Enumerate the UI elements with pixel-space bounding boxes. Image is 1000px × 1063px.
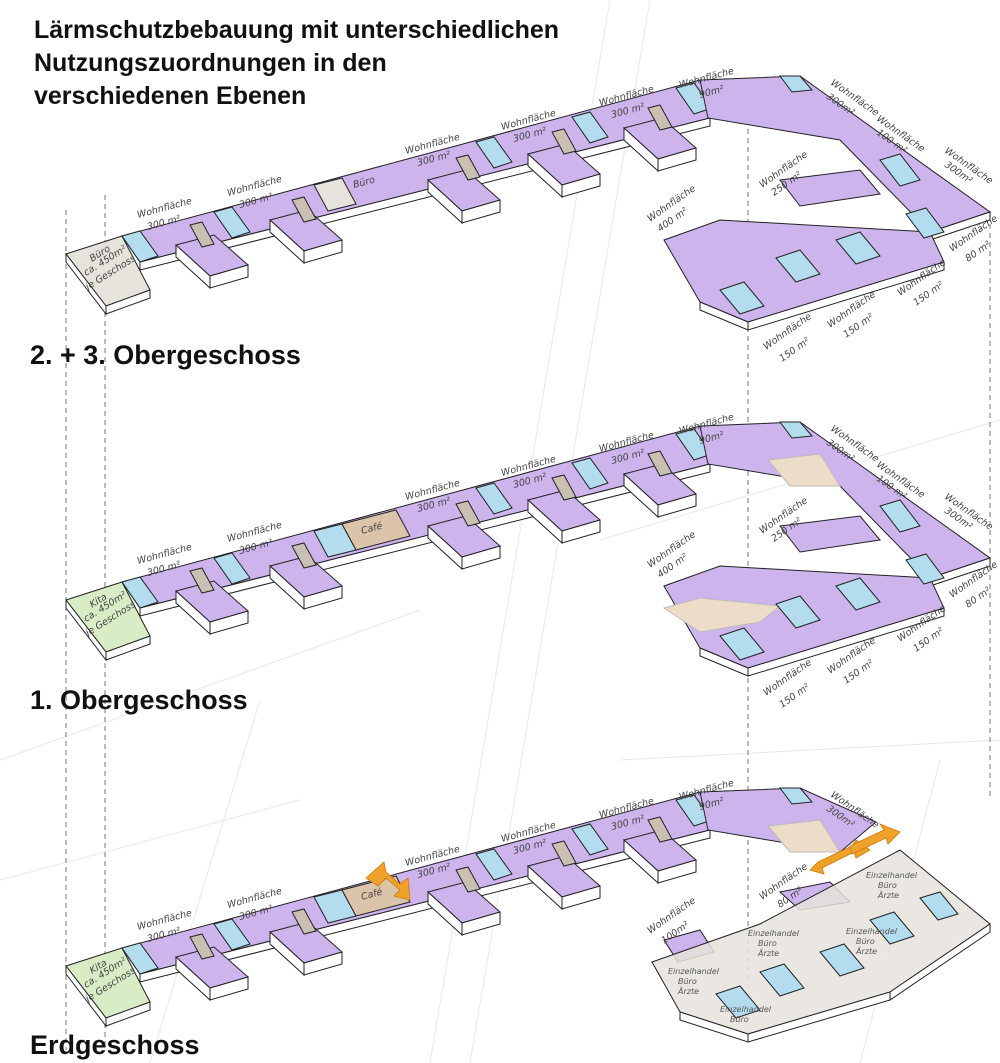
floor-label-ground: Erdgeschoss <box>30 1030 200 1060</box>
label-office-unit: Ärzte <box>757 948 779 958</box>
label-office-unit: Büro <box>730 1015 749 1024</box>
floor-plan-first-floor <box>65 421 992 677</box>
floor-plan-ground-floor <box>65 787 991 1043</box>
label-office-unit: Büro <box>758 939 777 948</box>
label-office-unit: Einzelhandel <box>748 929 800 938</box>
label-cafe: Café <box>360 521 384 537</box>
label-office-unit: Einzelhandel <box>720 1005 772 1014</box>
label-office-unit: Einzelhandel <box>866 871 918 880</box>
label-office-unit: Einzelhandel <box>668 967 720 976</box>
title-line: Nutzungszuordnungen in den <box>34 49 387 77</box>
floor-label-upper: 2. + 3. Obergeschoss <box>30 340 301 370</box>
label-cafe: Café <box>360 887 384 903</box>
label-office-unit: Einzelhandel <box>846 927 898 936</box>
label-office-unit: Ärzte <box>677 986 699 996</box>
label-office-unit: Ärzte <box>877 890 899 900</box>
label-office-unit: Büro <box>878 881 897 890</box>
label-office-unit: Büro <box>856 937 875 946</box>
floor-plan-upper-floors <box>65 75 992 331</box>
label-office-unit: Ärzte <box>855 946 877 956</box>
title-line: Lärmschutzbebauung mit unterschiedlichen <box>34 16 560 44</box>
title-line: verschiedenen Ebenen <box>34 82 307 110</box>
access-arrow <box>365 823 901 901</box>
diagram-title: Lärmschutzbebauung mit unterschiedlichen… <box>34 14 714 113</box>
floor-label-first: 1. Obergeschoss <box>30 685 248 715</box>
label-office-unit: Büro <box>678 977 697 986</box>
